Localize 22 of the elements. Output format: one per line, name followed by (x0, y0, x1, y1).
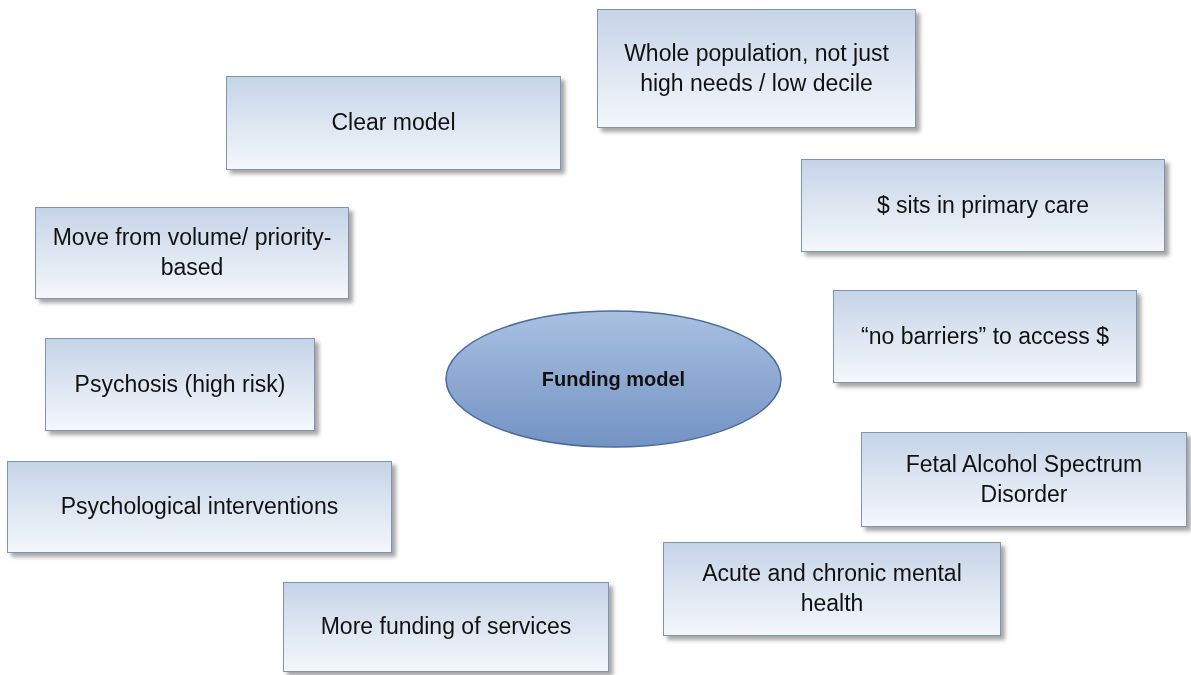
topic-box (833, 290, 1137, 383)
topic-box (663, 542, 1001, 636)
topic-text: Psychological interventions (59, 492, 340, 522)
topic-box (597, 9, 916, 128)
topic-box (283, 582, 609, 672)
topic-text: More funding of services (319, 612, 573, 642)
topic-text: $ sits in primary care (875, 190, 1091, 220)
topic-text: Clear model (330, 108, 457, 138)
topic-text: Psychosis (high risk) (73, 369, 287, 399)
topic-box (861, 432, 1187, 527)
topic-text: “no barriers” to access $ (860, 321, 1110, 351)
topic-text: Move from volume/ priority-based (51, 223, 333, 282)
topic-ellipse (445, 310, 782, 448)
topic-box (45, 338, 315, 431)
topic-box (801, 159, 1165, 252)
topic-text: Fetal Alcohol Spectrum Disorder (904, 449, 1144, 509)
topic-title: Funding model (540, 367, 687, 391)
topic-box (226, 76, 561, 170)
topic-text: Acute and chronic mental health (701, 559, 963, 618)
topic-box (35, 207, 349, 299)
topic-text: Whole population, not just high needs / low decile (623, 38, 890, 98)
topic-box (7, 461, 392, 553)
